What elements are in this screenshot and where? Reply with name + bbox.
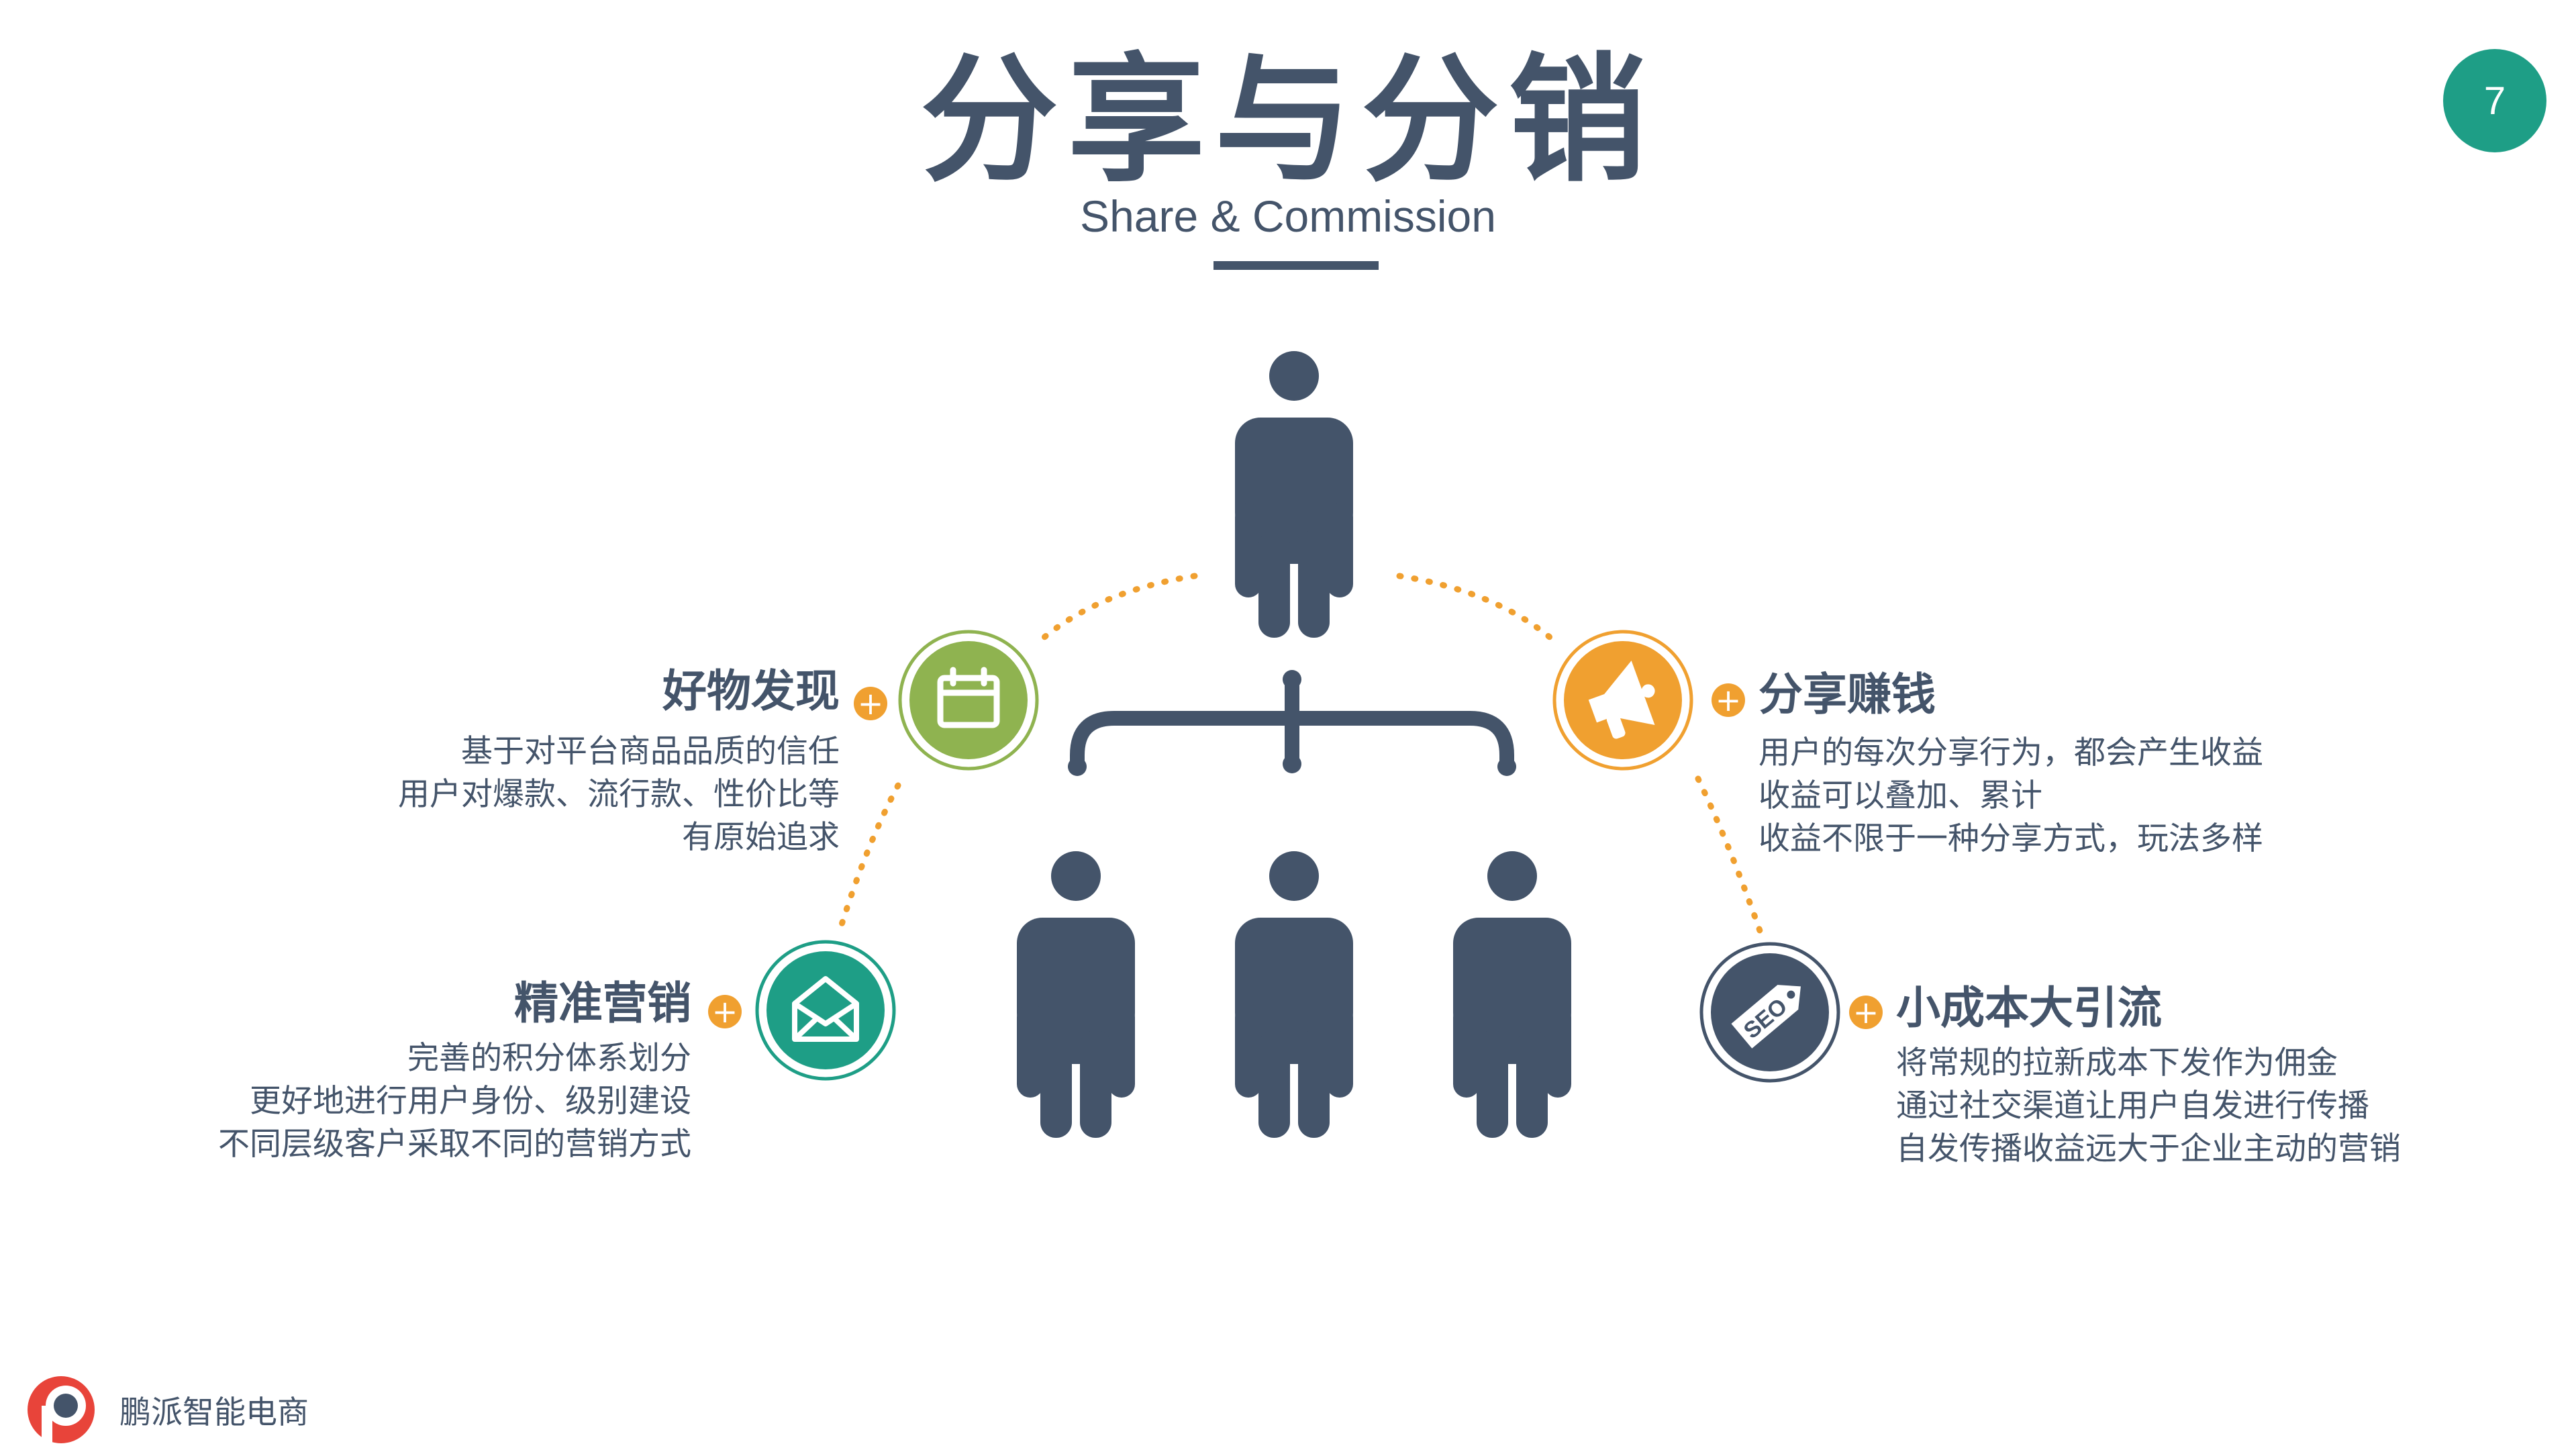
calendar-icon xyxy=(937,667,1000,728)
page-title: 分享与分销 xyxy=(920,41,1656,201)
person-icon-left xyxy=(1017,851,1135,1138)
title-underline xyxy=(1213,261,1379,270)
plus-icon: + xyxy=(1712,683,1745,717)
page-number-badge: 7 xyxy=(2443,49,2546,152)
hierarchy-bracket xyxy=(1070,672,1514,774)
person-icon-center xyxy=(1235,851,1353,1138)
bracket-left-node xyxy=(1068,757,1087,776)
bracket-middle-node xyxy=(1283,755,1301,773)
megaphone-icon xyxy=(1588,661,1655,739)
desc-line: 有原始追求 xyxy=(682,819,840,856)
brand-logo-icon xyxy=(28,1376,95,1443)
plus-icon: + xyxy=(708,995,742,1028)
envelope-icon xyxy=(792,976,859,1042)
feature-circle-low-cost-traffic: SEO xyxy=(1699,942,1840,1083)
feature-good-discovery-desc: 基于对平台商品品质的信任 用户对爆款、流行款、性价比等 有原始追求 xyxy=(398,730,840,859)
feature-share-earn-desc: 用户的每次分享行为，都会产生收益 收益可以叠加、累计 收益不限于一种分享方式，玩… xyxy=(1758,732,2263,861)
feature-title: 小成本大引流 xyxy=(1896,982,2162,1034)
arc-top-left xyxy=(1040,573,1198,641)
dotted-connectors xyxy=(836,573,1765,940)
feature-low-cost-traffic-desc: 将常规的拉新成本下发作为佣金 通过社交渠道让用户自发进行传播 自发传播收益远大于… xyxy=(1896,1042,2401,1171)
bracket-right-node xyxy=(1497,757,1516,776)
feature-circle-share-earn xyxy=(1552,630,1693,771)
desc-line: 用户的每次分享行为，都会产生收益 xyxy=(1758,734,2263,771)
page-subtitle: Share & Commission xyxy=(1080,191,1496,241)
desc-line: 收益不限于一种分享方式，玩法多样 xyxy=(1758,820,2263,857)
desc-line: 用户对爆款、流行款、性价比等 xyxy=(398,776,840,813)
person-icon-right xyxy=(1453,851,1571,1138)
desc-line: 收益可以叠加、累计 xyxy=(1758,777,2042,814)
desc-line: 基于对平台商品品质的信任 xyxy=(461,733,840,770)
desc-line: 自发传播收益远大于企业主动的营销 xyxy=(1896,1130,2401,1167)
desc-line: 通过社交渠道让用户自发进行传播 xyxy=(1896,1088,2369,1124)
feature-share-earn: 分享赚钱 xyxy=(1758,668,1936,722)
desc-line: 不同层级客户采取不同的营销方式 xyxy=(218,1126,691,1163)
arc-right xyxy=(1695,775,1765,940)
feature-circle-precision-marketing xyxy=(755,940,896,1081)
plus-icon: + xyxy=(854,687,887,720)
brand-name: 鹏派智能电商 xyxy=(119,1394,309,1431)
feature-title: 精准营销 xyxy=(514,977,691,1029)
arc-top-right xyxy=(1396,573,1554,641)
feature-low-cost-traffic: 小成本大引流 xyxy=(1896,981,2162,1035)
feature-title: 分享赚钱 xyxy=(1758,669,1936,720)
plus-icon: + xyxy=(1849,996,1883,1029)
feature-precision-marketing: 精准营销 xyxy=(514,977,691,1030)
desc-line: 完善的积分体系划分 xyxy=(407,1040,691,1077)
arc-left xyxy=(836,782,901,936)
desc-line: 更好地进行用户身份、级别建设 xyxy=(250,1083,691,1120)
bracket-top-node xyxy=(1283,670,1301,689)
feature-precision-marketing-desc: 完善的积分体系划分 更好地进行用户身份、级别建设 不同层级客户采取不同的营销方式 xyxy=(218,1037,691,1166)
feature-good-discovery: 好物发现 xyxy=(662,665,840,718)
feature-title: 好物发现 xyxy=(662,665,840,717)
desc-line: 将常规的拉新成本下发作为佣金 xyxy=(1896,1045,2338,1081)
person-icon-top xyxy=(1235,351,1353,638)
feature-circle-good-discovery xyxy=(898,630,1039,771)
